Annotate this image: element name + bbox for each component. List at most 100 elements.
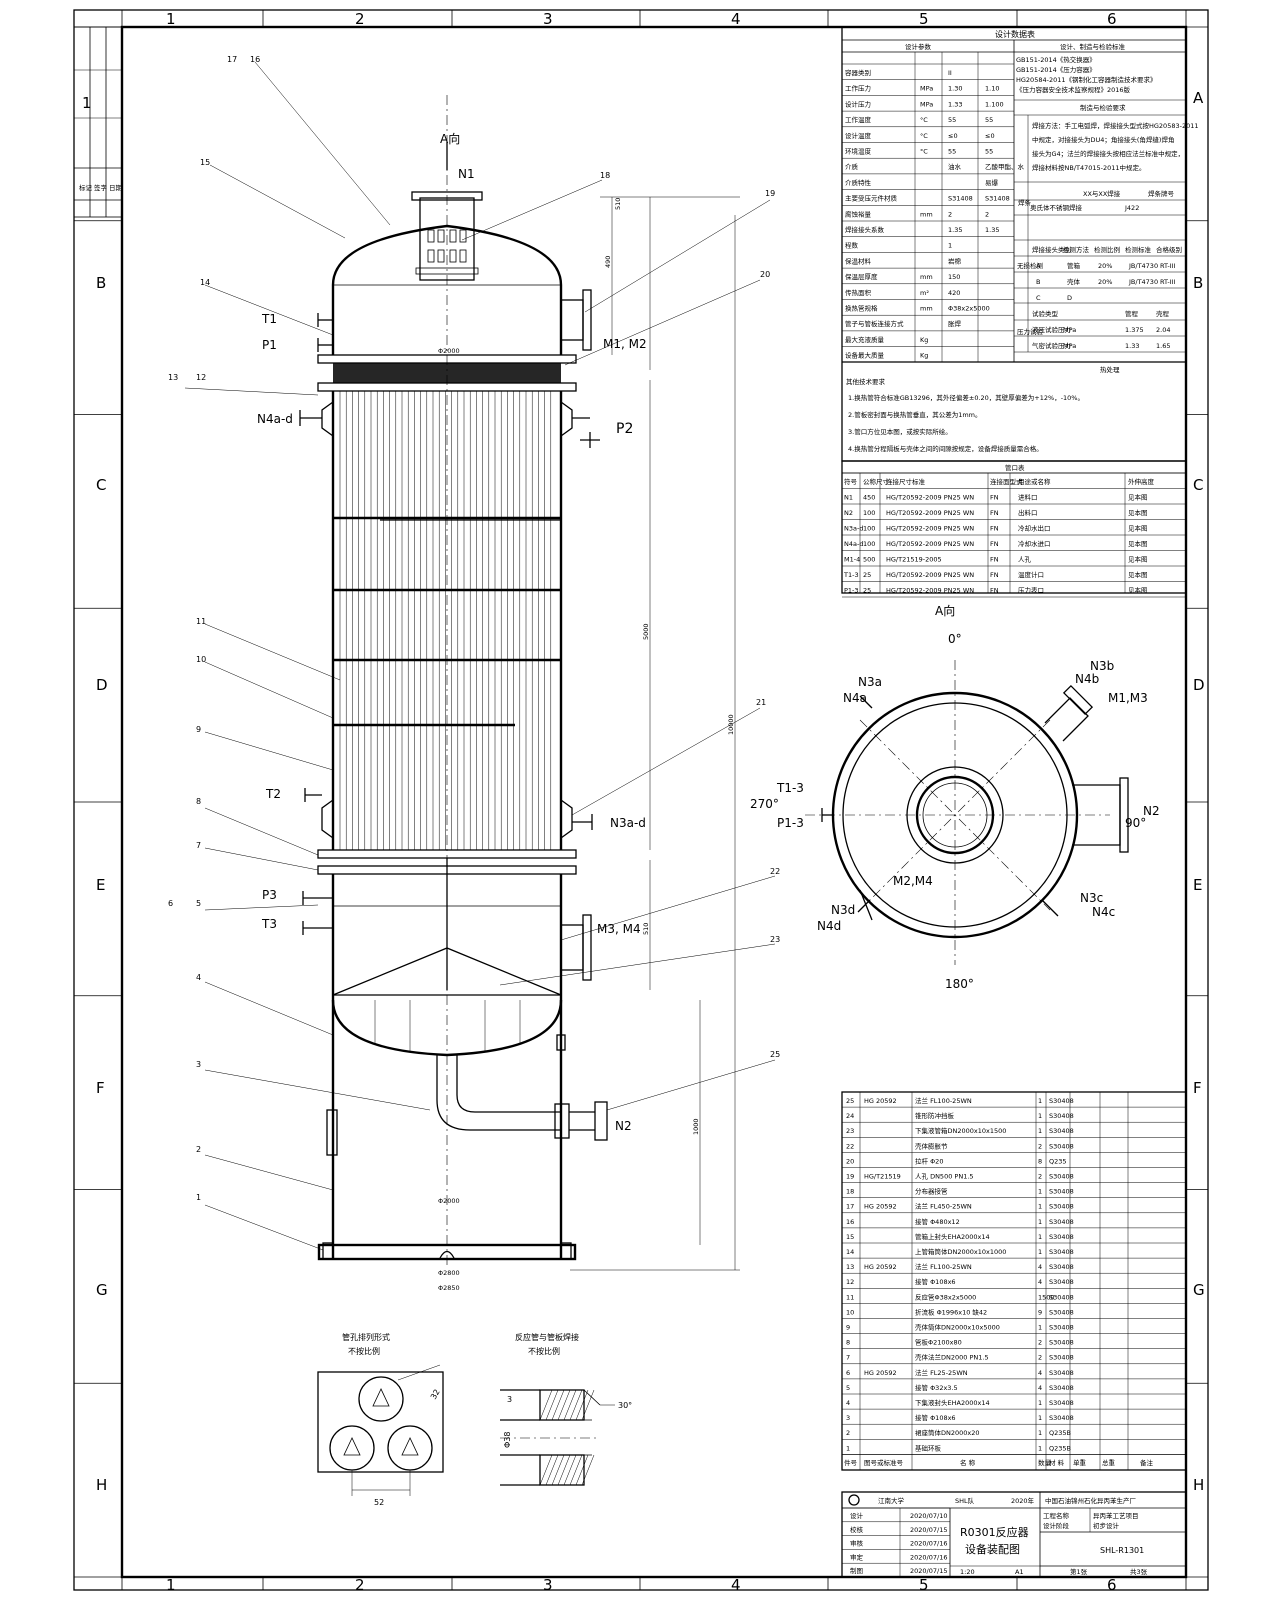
zone-left-7: H <box>96 1476 107 1494</box>
nozzle-cell: HG/T20592-2009 PN25 WN <box>886 525 974 533</box>
part-qty: 1 <box>1038 1218 1042 1226</box>
drawing-subtitle: 设备装配图 <box>965 1542 1020 1556</box>
design-row-name: 腐蚀裕量 <box>845 209 872 218</box>
nozzle-M3M4-label: M3, M4 <box>597 922 641 936</box>
part-qty: 1 <box>1038 1127 1042 1135</box>
design-row-tube: 55 <box>948 148 956 156</box>
title-block: 江南大学 SHL队 2020年 中国石油锦州石化异丙苯生产厂 工程名称 异丙苯工… <box>841 1491 1187 1578</box>
nozzle-cell: 450 <box>863 494 875 502</box>
design-row-unit: mm <box>920 273 933 281</box>
zone-bottom-6: 6 <box>1107 1576 1117 1594</box>
part-material: S30408 <box>1049 1339 1074 1347</box>
ndt-col: 焊接接头类别 <box>1032 245 1071 254</box>
ndt-cell: RT-III <box>1160 278 1176 286</box>
design-row-unit: mm <box>920 210 933 218</box>
note-line: 4.换热管分程隔板与壳体之间的间隙按规定，设备焊接质量需合格。 <box>848 444 1043 453</box>
part-number: 4 <box>196 973 201 982</box>
design-stage-label: 设计阶段 <box>1043 1521 1070 1530</box>
design-row-shell: 1.10 <box>985 85 999 93</box>
part-no: 8 <box>846 1339 850 1347</box>
title-role: 设计 <box>850 1511 864 1520</box>
part-material: S30408 <box>1049 1354 1074 1362</box>
part-no: 18 <box>846 1188 854 1196</box>
part-no: 17 <box>846 1203 854 1211</box>
ndt-col: 检测比例 <box>1094 245 1120 254</box>
part-no: 12 <box>846 1278 854 1286</box>
part-number: 2 <box>196 1145 201 1154</box>
vessel-elevation <box>184 61 776 1271</box>
part-no: 4 <box>846 1399 850 1407</box>
nozzle-P2-label: P2 <box>616 421 633 437</box>
part-material: S30408 <box>1049 1414 1074 1422</box>
design-table-title: 设计数据表 <box>995 29 1035 39</box>
part-material: S30408 <box>1049 1218 1074 1226</box>
section1-line: 焊接材料按NB/T47015-2011中规定。 <box>1032 163 1146 172</box>
nozzle-cell: FN <box>990 525 999 533</box>
design-header-right: 设计、制造与检验标准 <box>1060 42 1126 51</box>
section1-line: 接头为G4；法兰的焊接接头按相应法兰标准中规定， <box>1032 149 1184 158</box>
detail-tube-layout: 管孔排列形式 不按比例 52 32 <box>317 1332 444 1507</box>
part-qty: 1 <box>1038 1414 1042 1422</box>
design-row-name: 环境温度 <box>845 147 872 156</box>
nozzle-cell: 500 <box>863 556 875 564</box>
zone-right-3: D <box>1193 676 1205 694</box>
part-material: S30408 <box>1049 1173 1074 1181</box>
part-name: 上管箱筒体DN2000x10x1000 <box>915 1247 1006 1256</box>
design-row-shell: 55 <box>985 148 993 156</box>
part-material: S30408 <box>1049 1308 1074 1316</box>
zone-right-0: A <box>1193 89 1204 107</box>
ndt-cell: C <box>1036 294 1041 302</box>
dim-base-1: Φ2800 <box>438 1269 460 1277</box>
part-no: 14 <box>846 1248 854 1256</box>
part-qty: 4 <box>1038 1278 1042 1286</box>
design-row-tube: 150 <box>948 273 960 281</box>
part-number: 20 <box>760 270 770 279</box>
ndt-cell: 管箱 <box>1067 261 1081 270</box>
design-row-name: 程数 <box>845 241 859 250</box>
title-role: 审定 <box>850 1552 864 1561</box>
part-qty: 1 <box>1038 1097 1042 1105</box>
nozzle-cell: FN <box>990 509 999 517</box>
zone-top-2: 2 <box>355 10 365 28</box>
design-row-shell: 55 <box>985 116 993 124</box>
nozzle-cell: HG/T21519-2005 <box>886 556 942 564</box>
dim-dia-bottom: Φ2000 <box>438 1197 460 1205</box>
drawing-title: R0301反应器 <box>960 1525 1029 1539</box>
part-number: 7 <box>196 841 201 850</box>
part-number: 14 <box>200 278 210 287</box>
zone-right-2: C <box>1193 476 1203 494</box>
zone-left-3: D <box>96 676 108 694</box>
design-header-left: 设计参数 <box>905 42 932 51</box>
part-qty: 2 <box>1038 1142 1042 1150</box>
stamp-sign: 签字 <box>94 183 108 192</box>
part-no: 25 <box>846 1097 854 1105</box>
insulation-label: 热处理 <box>1100 365 1120 374</box>
design-row-tube: ≤0 <box>948 132 958 140</box>
part-name: 裙座筒体DN2000x20 <box>915 1428 980 1437</box>
weld-title: 反应管与管板焊接 <box>515 1332 579 1342</box>
nozzle-N2-label: N2 <box>615 1119 632 1133</box>
nozzle-table-title: 管口表 <box>1005 463 1025 472</box>
plan-M2M4: M2,M4 <box>893 874 933 888</box>
weld-dim-1: 3 <box>507 1395 512 1404</box>
zone-left-4: E <box>96 876 105 894</box>
title-date: 2020/07/15 <box>910 1526 947 1534</box>
test-cell: 气密试验压力 <box>1032 341 1071 350</box>
nozzle-T1-label: T1 <box>261 312 277 326</box>
part-name: 壳体膨胀节 <box>915 1141 948 1150</box>
ndt-cell: 壳体 <box>1067 277 1081 286</box>
ndt-col: 检测标准 <box>1125 245 1152 254</box>
part-material: Q235B <box>1049 1429 1071 1437</box>
part-number: 15 <box>200 158 210 167</box>
nozzle-cell: 见本图 <box>1128 555 1148 564</box>
title-role: 制图 <box>850 1566 863 1575</box>
test-cell: 2.04 <box>1156 326 1170 334</box>
zone-right-4: E <box>1193 876 1202 894</box>
weld-label: 焊条 <box>1018 198 1032 207</box>
note-line: 3.管口方位见本图，或按实际所绘。 <box>848 427 952 436</box>
design-row-name: 管子与管板连接方式 <box>845 319 904 328</box>
nozzle-cell: 冷却水出口 <box>1018 524 1051 533</box>
plan-P13: P1-3 <box>777 816 804 830</box>
